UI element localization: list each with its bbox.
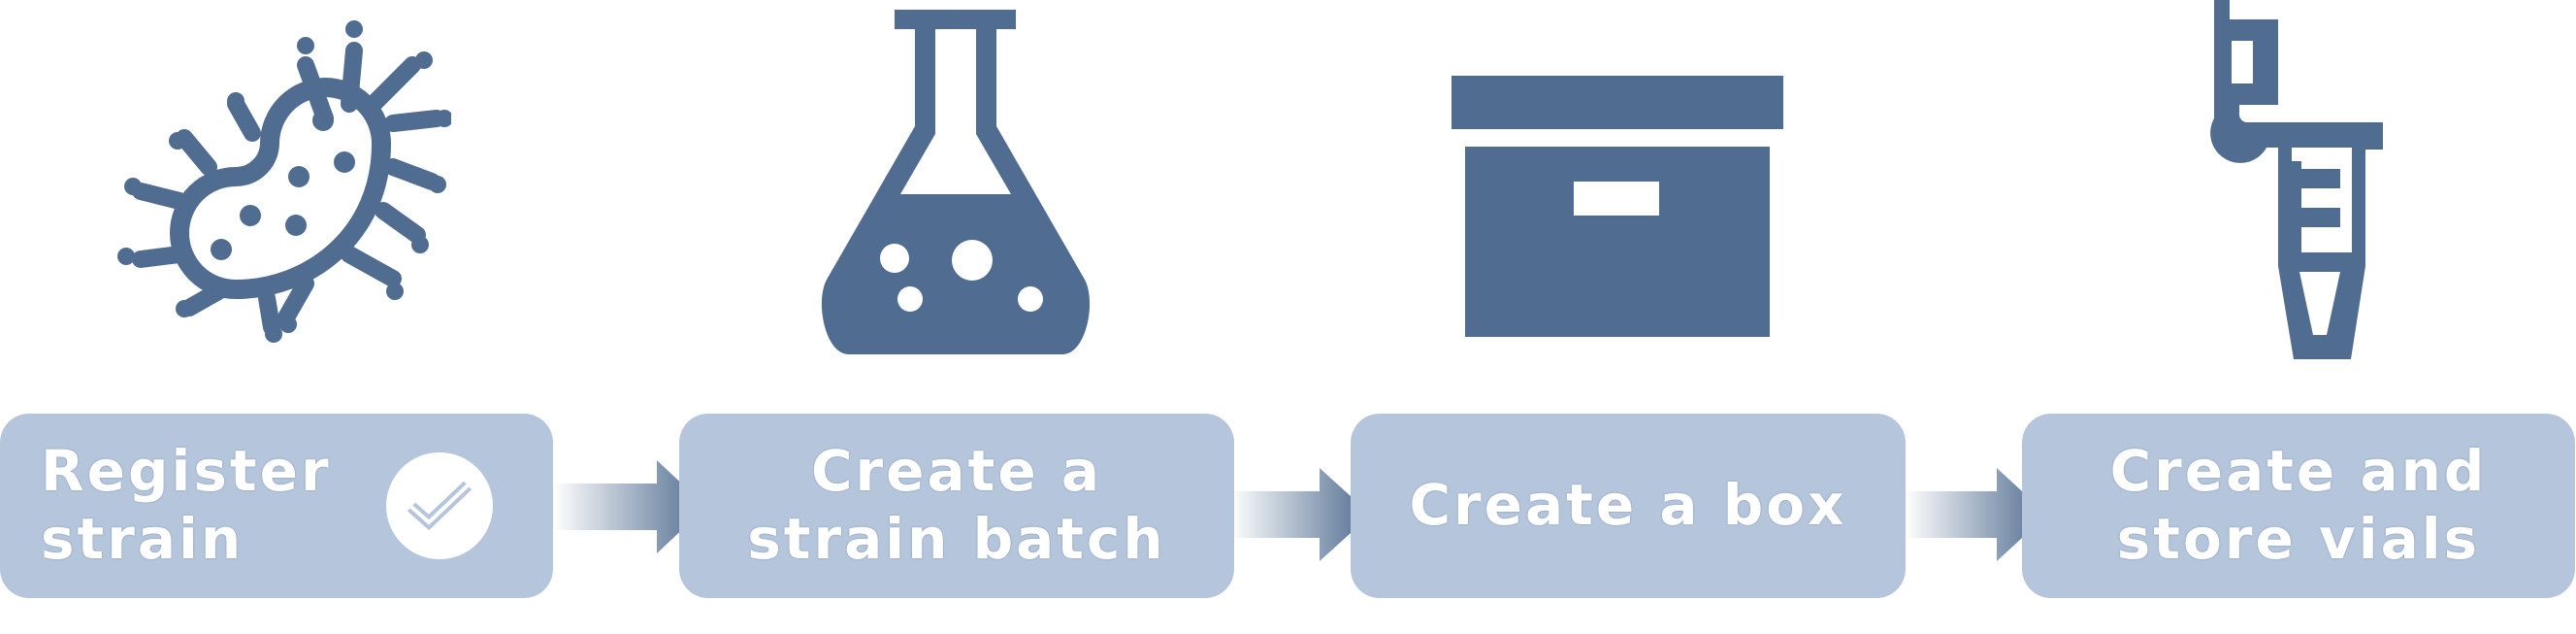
step-label: Create and store vials: [2109, 438, 2488, 572]
step-label: Create a box: [1409, 472, 1847, 539]
flask-icon: [821, 10, 1091, 354]
step-register-strain: Register strain: [0, 414, 553, 598]
arrow-3: [1905, 468, 2047, 561]
arrow-1: [553, 460, 706, 553]
step-create-strain-batch: Create a strain batch: [679, 414, 1234, 598]
step-label: Create a strain batch: [747, 438, 1166, 572]
step-label: Register strain: [41, 438, 332, 572]
step-create-store-vials: Create and store vials: [2022, 414, 2575, 598]
archive-box-icon: [1451, 76, 1783, 337]
vial-icon: [2210, 0, 2383, 359]
step-create-box: Create a box: [1351, 414, 1906, 598]
arrow-2: [1230, 468, 1371, 561]
bacteria-icon: [117, 20, 451, 343]
check-circle-icon: [386, 452, 493, 559]
